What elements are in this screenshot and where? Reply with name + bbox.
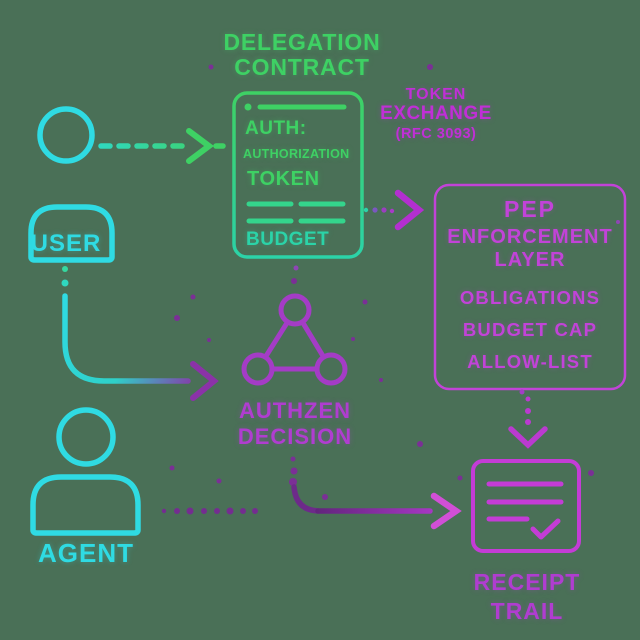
- pep-item-budget-cap: BUDGET CAP: [462, 319, 598, 340]
- contract-to-pep-arrow: [363, 189, 425, 231]
- card-text-lines: [246, 201, 346, 224]
- user-to-authzen-arrow: [61, 266, 219, 401]
- card-bullet-dot: [244, 103, 252, 111]
- receipt-line2: TRAIL: [490, 597, 564, 624]
- contract-token-label: TOKEN: [247, 168, 320, 190]
- user-to-contract-arrow: [98, 128, 226, 164]
- pep-subheading: ENFORCEMENT LAYER: [447, 226, 613, 271]
- pep-item-obligations: OBLIGATIONS: [459, 287, 601, 308]
- agent-label: AGENT: [38, 538, 134, 568]
- token-exchange-rfc: (RFC 3093): [395, 126, 477, 143]
- diagram-title: DELEGATION CONTRACT: [223, 29, 381, 81]
- pep-item-allow-list: ALLOW-LIST: [467, 351, 593, 372]
- authzen-triangle-icon: [241, 293, 348, 386]
- token-exchange-label: TOKEN EXCHANGE (RFC 3093): [372, 86, 500, 143]
- receipt-checkmark-icon: [530, 518, 561, 540]
- pep-to-receipt-arrow: [508, 396, 548, 449]
- contract-auth-subheading: AUTHORIZATION: [243, 147, 350, 161]
- user-label: USER: [30, 230, 102, 257]
- authzen-to-arrow-dots: [289, 456, 298, 486]
- receipt-icon: [471, 459, 581, 553]
- contract-to-authzen-dots: [291, 265, 299, 284]
- agent-to-receipt-arrow: [161, 456, 462, 530]
- authzen-line1: AUTHZEN: [238, 398, 352, 423]
- pep-box: [433, 183, 627, 391]
- receipt-line1: RECEIPT: [473, 569, 581, 595]
- contract-budget-label: BUDGET: [246, 229, 330, 250]
- contract-card: [232, 91, 364, 259]
- contract-auth-heading: AUTH:: [245, 118, 307, 139]
- agent-icon: [30, 407, 141, 536]
- token-exchange-line1: TOKEN: [405, 86, 467, 103]
- pep-content: PEP ENFORCEMENT LAYER OBLIGATIONS BUDGET…: [437, 196, 623, 373]
- authzen-line2: DECISION: [237, 424, 353, 450]
- pep-heading: PEP: [503, 196, 557, 222]
- authzen-label: AUTHZEN DECISION: [225, 398, 365, 451]
- decor-dots: [169, 64, 620, 500]
- token-exchange-line2: EXCHANGE: [380, 102, 492, 124]
- receipt-label: RECEIPT TRAIL: [461, 568, 593, 626]
- user-icon: [28, 106, 115, 263]
